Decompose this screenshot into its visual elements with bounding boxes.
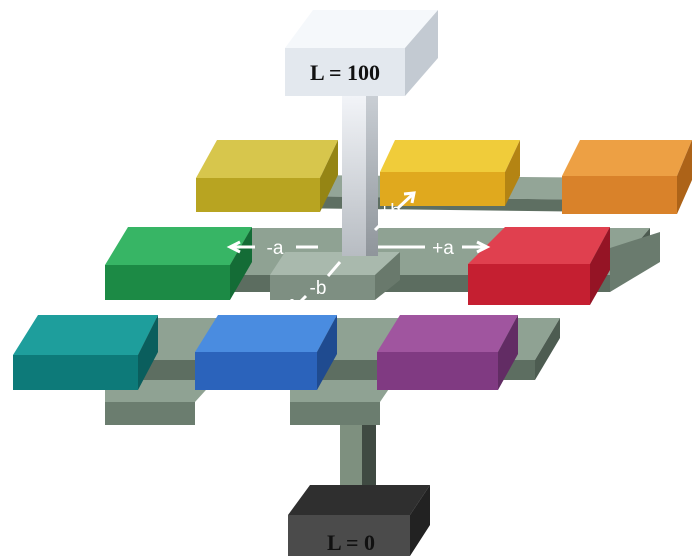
plus-b-label: +b xyxy=(379,201,401,222)
b-axis-arrows xyxy=(290,191,416,312)
l-hundred-label: L = 100 xyxy=(310,60,380,85)
white-block xyxy=(285,10,438,96)
red-block xyxy=(468,227,610,305)
lightness-axis-upper xyxy=(342,96,378,256)
black-block xyxy=(288,485,430,556)
minus-b-label: -b xyxy=(310,278,327,299)
orange-block xyxy=(562,140,692,214)
green-block xyxy=(105,227,252,300)
minus-a-label: -a xyxy=(267,238,284,259)
a-axis-arrows xyxy=(226,240,491,254)
blue-block xyxy=(195,315,337,390)
yellow-block xyxy=(380,140,520,206)
teal-block xyxy=(13,315,158,390)
purple-block xyxy=(377,315,518,390)
plus-a-label: +a xyxy=(432,238,454,259)
l-zero-label: L = 0 xyxy=(327,530,375,555)
olive-yellow-block xyxy=(196,140,338,212)
